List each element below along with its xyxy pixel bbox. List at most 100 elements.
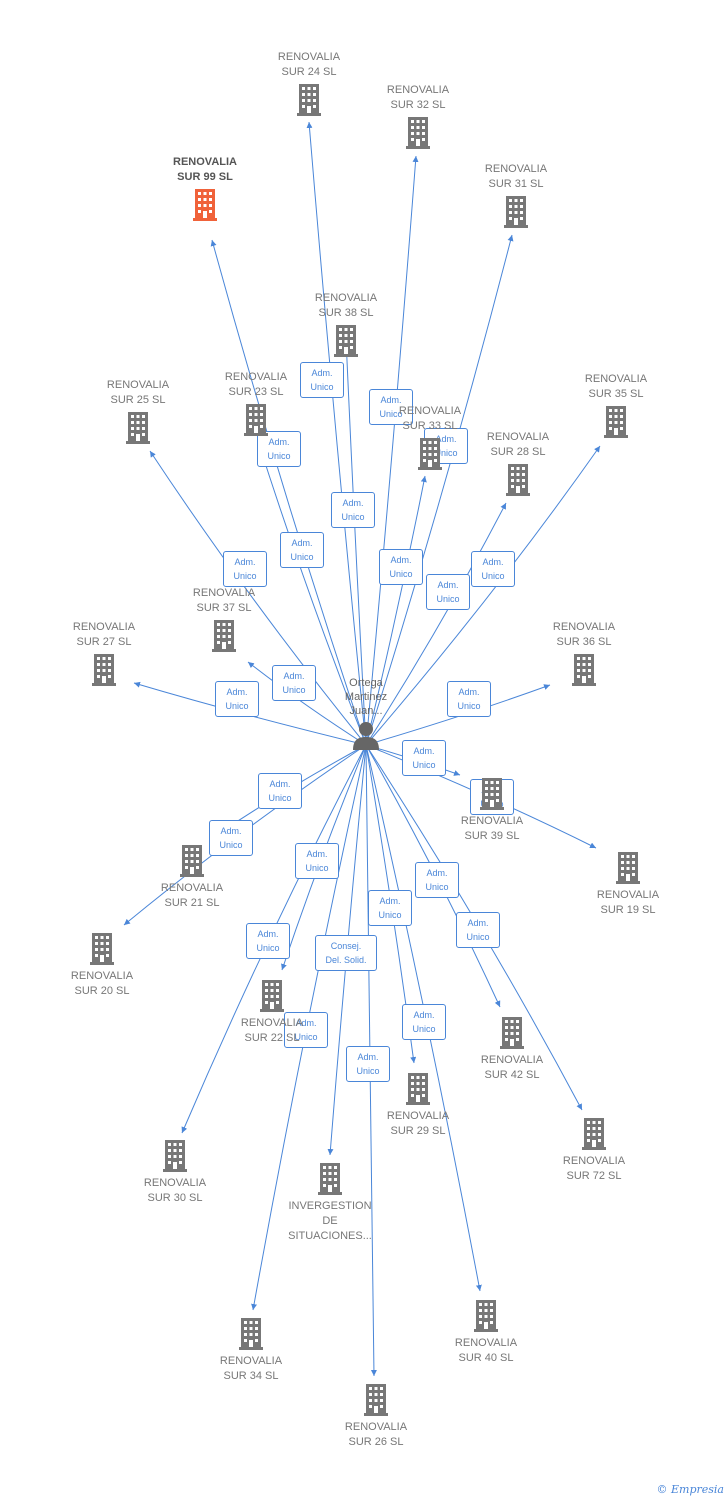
company-label: RENOVALIA SUR 34 SL <box>219 1355 283 1382</box>
company-node-ninv[interactable]: INVERGESTION DE SITUACIONES... <box>270 1163 390 1244</box>
role-badge-adm[interactable]: Adm. Unico <box>415 862 459 898</box>
edge-n33 <box>365 475 427 746</box>
company-node-n27[interactable]: RENOVALIA SUR 27 SL <box>44 620 164 686</box>
company-label: RENOVALIA SUR 35 SL <box>584 373 648 400</box>
center-person[interactable]: Ortega Martinez Juan... <box>326 676 406 750</box>
role-badge-adm[interactable]: Adm. Unico <box>223 551 267 587</box>
role-badge-adm[interactable]: Adm. Unico <box>331 492 375 528</box>
company-node-n26[interactable]: RENOVALIA SUR 26 SL <box>316 1384 436 1450</box>
company-node-n33[interactable]: RENOVALIA SUR 33 SL <box>370 404 490 470</box>
building-icon <box>616 852 640 884</box>
role-badge-adm[interactable]: Adm. Unico <box>215 681 259 717</box>
company-node-n29[interactable]: RENOVALIA SUR 29 SL <box>358 1073 478 1139</box>
company-label: RENOVALIA SUR 19 SL <box>596 889 660 916</box>
company-node-n40[interactable]: RENOVALIA SUR 40 SL <box>426 1300 546 1366</box>
company-node-n24[interactable]: RENOVALIA SUR 24 SL <box>249 50 369 116</box>
footer-brand[interactable]: © Empresia <box>657 1483 725 1496</box>
building-icon <box>480 778 504 810</box>
building-icon <box>406 1073 430 1105</box>
company-node-n20[interactable]: RENOVALIA SUR 20 SL <box>42 933 162 999</box>
role-badge-adm[interactable]: Adm. Unico <box>379 549 423 585</box>
role-badge-adm[interactable]: Adm. Unico <box>272 665 316 701</box>
company-label: RENOVALIA SUR 28 SL <box>486 431 550 458</box>
company-label: RENOVALIA SUR 20 SL <box>70 970 134 997</box>
company-label: RENOVALIA SUR 26 SL <box>344 1421 408 1448</box>
role-badge-adm[interactable]: Adm. Unico <box>284 1012 328 1048</box>
building-icon <box>239 1318 263 1350</box>
company-node-n22[interactable]: RENOVALIA SUR 22 SL <box>212 980 332 1046</box>
company-node-n34[interactable]: RENOVALIA SUR 34 SL <box>191 1318 311 1384</box>
building-icon <box>244 404 268 436</box>
person-icon <box>353 722 379 750</box>
company-label: RENOVALIA SUR 21 SL <box>160 882 224 909</box>
building-icon <box>318 1163 342 1195</box>
building-icon <box>504 196 528 228</box>
edge-n35 <box>365 445 601 746</box>
role-badge-adm[interactable]: Adm. Unico <box>471 551 515 587</box>
role-badge-adm[interactable]: Adm. Unico <box>209 820 253 856</box>
building-icon <box>180 845 204 877</box>
company-node-n31[interactable]: RENOVALIA SUR 31 SL <box>456 162 576 228</box>
role-badge-adm[interactable]: Adm. Unico <box>280 532 324 568</box>
role-badge-adm[interactable]: Adm. Unico <box>402 1004 446 1040</box>
role-badge-adm[interactable]: Adm. Unico <box>447 681 491 717</box>
edge-n28 <box>365 502 507 746</box>
building-icon <box>604 406 628 438</box>
company-node-n32[interactable]: RENOVALIA SUR 32 SL <box>358 83 478 149</box>
copyright-symbol: © <box>656 1483 668 1496</box>
building-icon <box>90 933 114 965</box>
edge-n31 <box>365 234 514 746</box>
building-icon <box>364 1384 388 1416</box>
company-label: RENOVALIA SUR 39 SL <box>460 815 524 842</box>
company-label: RENOVALIA SUR 37 SL <box>192 587 256 614</box>
building-icon <box>500 1017 524 1049</box>
building-icon <box>260 980 284 1012</box>
role-badge-adm[interactable]: Adm. Unico <box>257 431 301 467</box>
company-node-n37[interactable]: RENOVALIA SUR 37 SL <box>164 586 284 652</box>
company-node-n38[interactable]: RENOVALIA SUR 38 SL <box>286 291 406 357</box>
edge-n25 <box>149 450 367 746</box>
company-node-n39[interactable]: RENOVALIA SUR 39 SL <box>432 778 552 844</box>
company-node-n23[interactable]: RENOVALIA SUR 23 SL <box>196 370 316 436</box>
edge-n38 <box>343 337 367 746</box>
building-icon <box>163 1140 187 1172</box>
company-node-n36[interactable]: RENOVALIA SUR 36 SL <box>524 620 644 686</box>
role-badge-consej[interactable]: Consej. Del. Solid. <box>315 935 377 971</box>
role-badge-adm[interactable]: Adm. Unico <box>402 740 446 776</box>
building-icon <box>297 84 321 116</box>
role-badge-adm[interactable]: Adm. Unico <box>369 389 413 425</box>
role-badge-adm[interactable]: Adm. Unico <box>258 773 302 809</box>
company-node-n99[interactable]: RENOVALIA SUR 99 SL <box>145 155 265 221</box>
company-label: INVERGESTION DE SITUACIONES... <box>288 1200 372 1242</box>
company-node-n30[interactable]: RENOVALIA SUR 30 SL <box>115 1140 235 1206</box>
company-label: RENOVALIA SUR 25 SL <box>106 379 170 406</box>
role-badge-adm[interactable]: Adm. Unico <box>426 574 470 610</box>
role-badge-adm[interactable]: Adm. Unico <box>456 912 500 948</box>
company-node-n35[interactable]: RENOVALIA SUR 35 SL <box>556 372 676 438</box>
company-label: RENOVALIA SUR 99 SL <box>173 156 237 183</box>
company-label: RENOVALIA SUR 38 SL <box>314 292 378 319</box>
building-icon <box>582 1118 606 1150</box>
company-label: RENOVALIA SUR 31 SL <box>484 163 548 190</box>
building-icon <box>418 438 442 470</box>
role-badge-adm[interactable]: Adm. Unico <box>246 923 290 959</box>
company-node-n25[interactable]: RENOVALIA SUR 25 SL <box>78 378 198 444</box>
company-label: RENOVALIA SUR 30 SL <box>143 1177 207 1204</box>
company-label: RENOVALIA SUR 32 SL <box>386 84 450 111</box>
building-icon <box>126 412 150 444</box>
company-node-n42[interactable]: RENOVALIA SUR 42 SL <box>452 1017 572 1083</box>
company-label: RENOVALIA SUR 22 SL <box>240 1017 304 1044</box>
building-icon <box>572 654 596 686</box>
company-node-n72[interactable]: RENOVALIA SUR 72 SL <box>534 1118 654 1184</box>
company-node-n21[interactable]: RENOVALIA SUR 21 SL <box>132 845 252 911</box>
role-badge-adm[interactable]: Adm. Unico <box>295 843 339 879</box>
role-badge-adm[interactable]: Adm. Unico <box>346 1046 390 1082</box>
role-badge-adm[interactable]: Adm. Unico <box>300 362 344 398</box>
brand-name: Empresia <box>671 1483 724 1496</box>
role-badge-adm[interactable]: Adm. Unico <box>368 890 412 926</box>
building-icon <box>406 117 430 149</box>
company-node-n28[interactable]: RENOVALIA SUR 28 SL <box>458 430 578 496</box>
building-icon <box>212 620 236 652</box>
company-node-n19[interactable]: RENOVALIA SUR 19 SL <box>568 852 688 918</box>
